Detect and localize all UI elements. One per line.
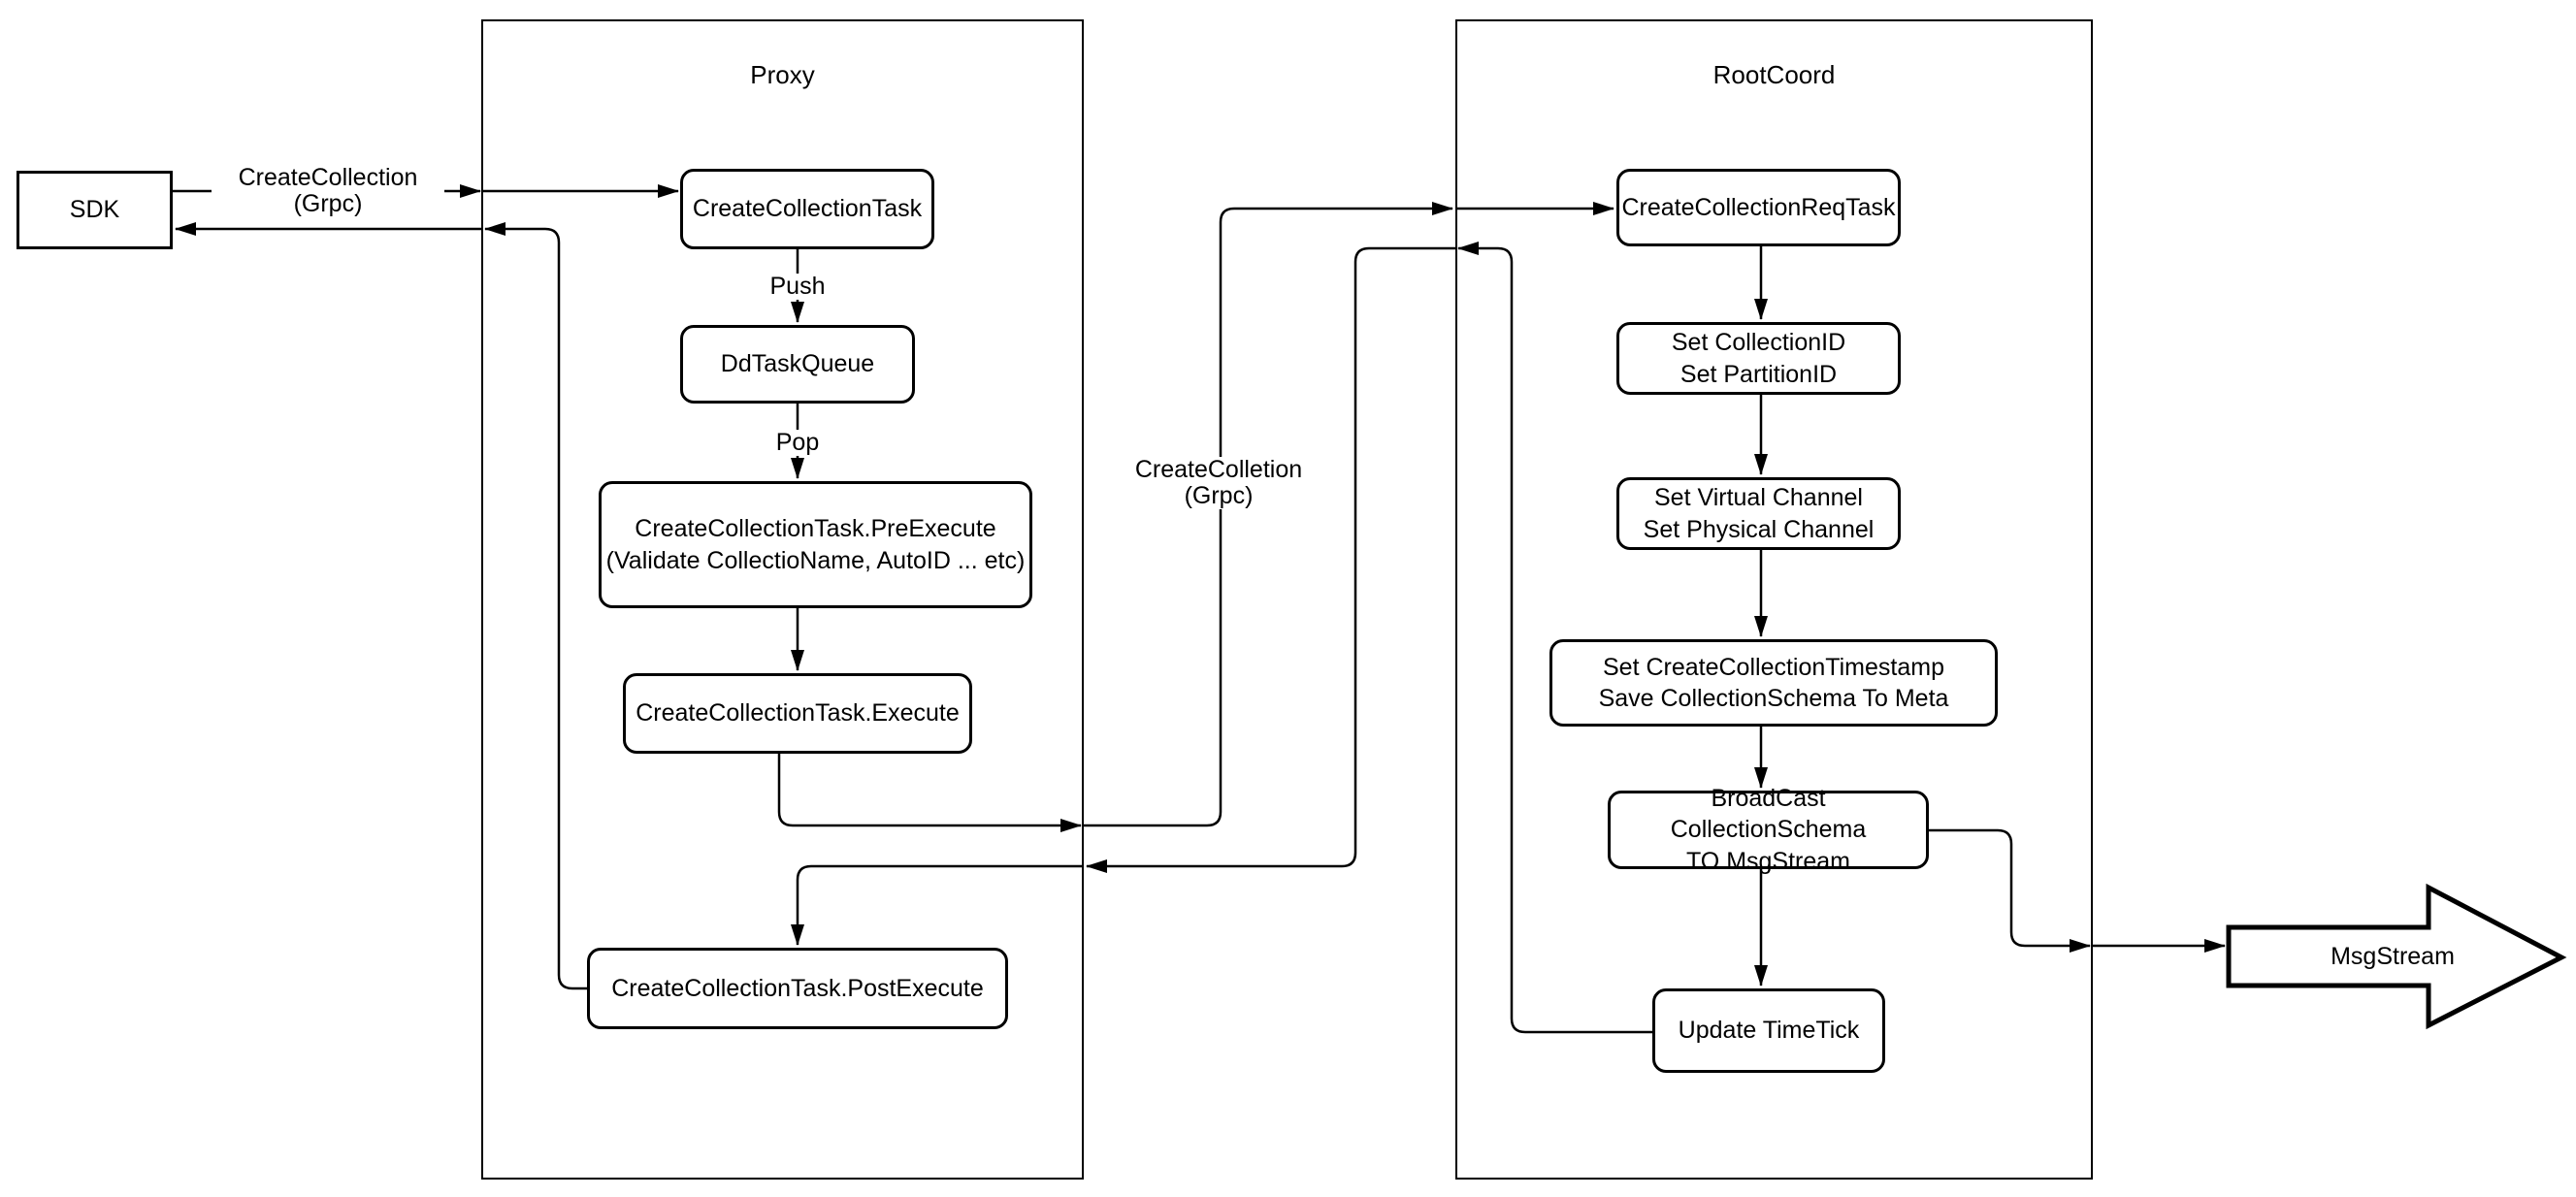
node-execute: CreateCollectionTask.Execute xyxy=(623,673,972,754)
edge-broadcast-to-rootcoord-border xyxy=(1929,828,2091,953)
node-set-timestamp: Set CreateCollectionTimestamp Save Colle… xyxy=(1549,639,1998,727)
edge-label-createcolletion-grpc: CreateColletion (Grpc) xyxy=(1102,457,1335,509)
node-set-channels: Set Virtual Channel Set Physical Channel xyxy=(1616,477,1901,550)
node-update-timetick: Update TimeTick xyxy=(1652,988,1885,1073)
node-sdk: SDK xyxy=(16,171,173,249)
proxy-container: Proxy xyxy=(481,19,1084,1180)
node-broadcast: BroadCast CollectionSchema TO MsgStream xyxy=(1608,785,1929,875)
node-dd-task-queue: DdTaskQueue xyxy=(680,325,915,404)
edge-label-pop: Pop xyxy=(739,430,856,456)
node-create-collection-req-task: CreateCollectionReqTask xyxy=(1616,169,1901,246)
proxy-container-title: Proxy xyxy=(750,60,815,89)
edge-execute-to-proxy-border xyxy=(777,754,1082,832)
edge-return-to-proxy-border xyxy=(1086,246,1455,873)
edge-label-createcollection-grpc: CreateCollection (Grpc) xyxy=(212,165,444,217)
edge-grpc-to-rootcoord-border xyxy=(1084,202,1453,827)
edge-return-to-postexecute xyxy=(791,864,1084,946)
edge-updatetimetick-to-rootcoord-border xyxy=(1457,242,1652,1034)
edge-postexecute-to-proxy-border xyxy=(484,222,587,990)
node-create-collection-task: CreateCollectionTask xyxy=(680,169,934,249)
msgstream-label: MsgStream xyxy=(2331,943,2455,970)
rootcoord-container: RootCoord xyxy=(1455,19,2093,1180)
msgstream-arrow-shape xyxy=(2226,883,2567,1030)
node-set-ids: Set CollectionID Set PartitionID xyxy=(1616,322,1901,395)
edge-label-push: Push xyxy=(739,274,856,300)
node-pre-execute: CreateCollectionTask.PreExecute (Validat… xyxy=(599,481,1032,608)
node-post-execute: CreateCollectionTask.PostExecute xyxy=(587,948,1008,1029)
rootcoord-container-title: RootCoord xyxy=(1712,60,1836,89)
